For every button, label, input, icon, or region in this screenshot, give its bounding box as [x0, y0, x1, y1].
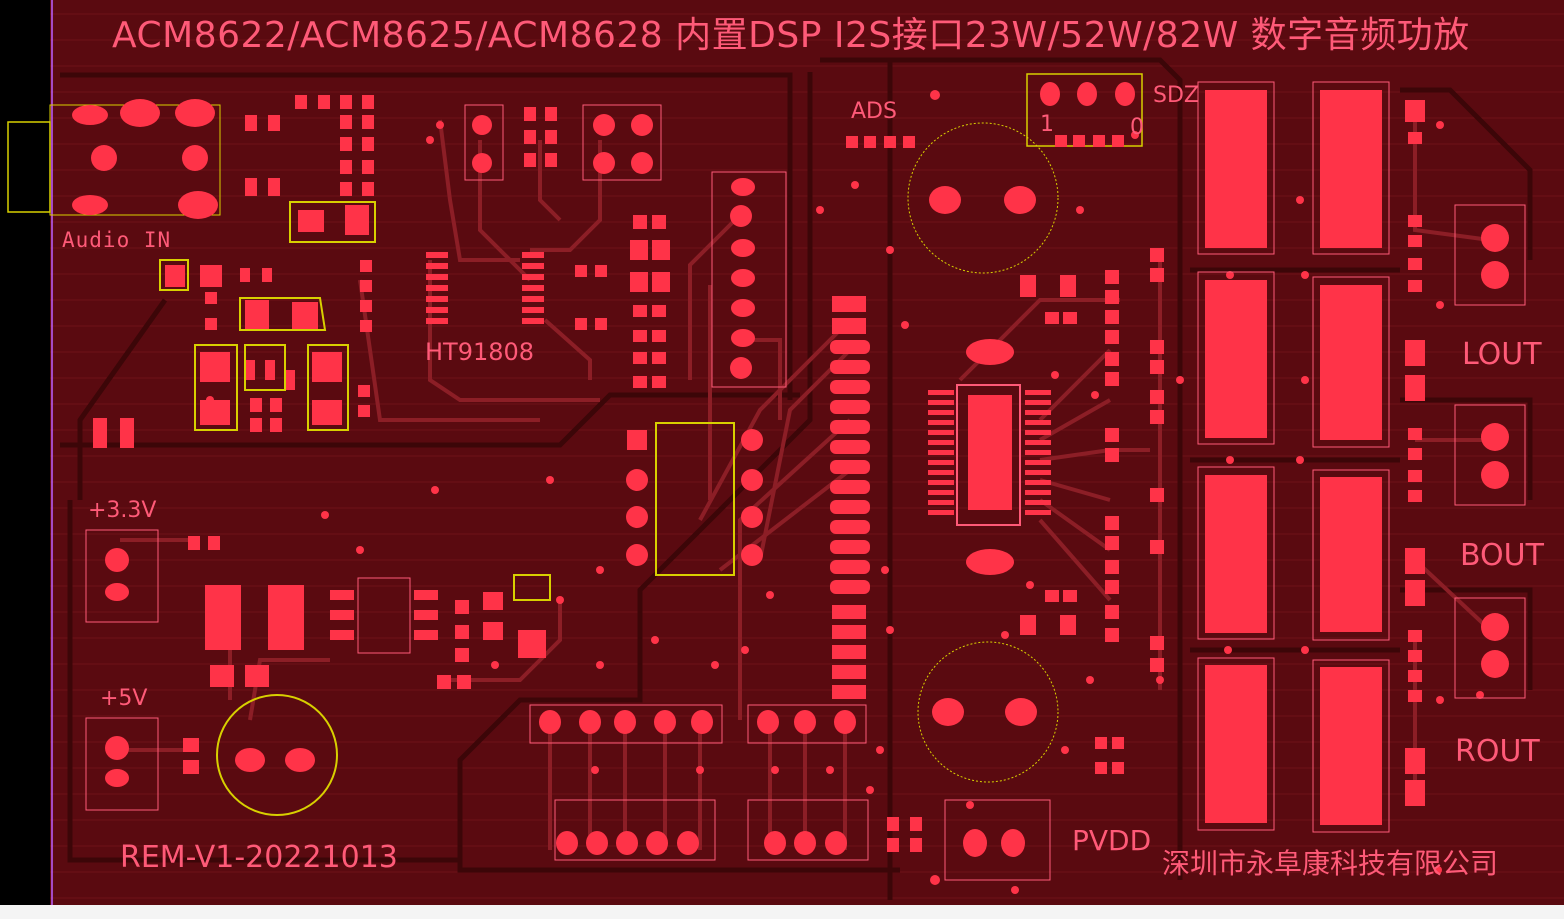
lout-label: LOUT [1462, 337, 1542, 372]
amplifier-chip [928, 339, 1051, 575]
bottom-headers [529, 704, 869, 861]
ht91808-chip [426, 252, 544, 324]
copper-hatch [50, 13, 1564, 899]
company-label: 深圳市永阜康科技有限公司 [1162, 847, 1499, 880]
i2s-header-top [711, 171, 787, 388]
bout-label: BOUT [1460, 538, 1544, 573]
component-outlines [159, 201, 735, 601]
pvdd-terminal [887, 799, 1051, 881]
clearance-channels [60, 57, 1533, 900]
version-label: REM-V1-20221013 [120, 840, 398, 875]
output-inductors [1197, 81, 1390, 833]
sdz-one-label: 1 [1040, 112, 1054, 137]
ads-sdz-jumpers [846, 73, 1143, 148]
smd-pads-mid [575, 215, 670, 388]
pvdd-label: PVDD [1072, 824, 1152, 857]
audio-in-jack [7, 99, 221, 219]
dsp-connector-column [830, 296, 870, 699]
vias [206, 90, 1484, 894]
v5-label: +5V [100, 686, 148, 711]
rout-label: ROUT [1455, 734, 1540, 769]
power-section [85, 529, 546, 811]
smd-pads-input [93, 95, 374, 448]
sdz-label: SDZ [1153, 83, 1199, 108]
electrolytic-caps [216, 122, 1059, 816]
dip-socket [626, 429, 763, 566]
sdz-zero-label: 0 [1130, 115, 1144, 140]
smd-pads-amp [1020, 248, 1164, 774]
board-title: ACM8622/ACM8625/ACM8628 内置DSP I2S接口23W/5… [112, 15, 1470, 56]
ht91808-label: HT91808 [425, 338, 535, 366]
output-terminals [1405, 100, 1526, 806]
window-status-bar [0, 905, 1564, 919]
ads-label: ADS [851, 99, 897, 124]
audio-in-label: Audio IN [62, 228, 172, 252]
v33-label: +3.3V [88, 498, 157, 523]
jumper-headers [464, 104, 662, 181]
